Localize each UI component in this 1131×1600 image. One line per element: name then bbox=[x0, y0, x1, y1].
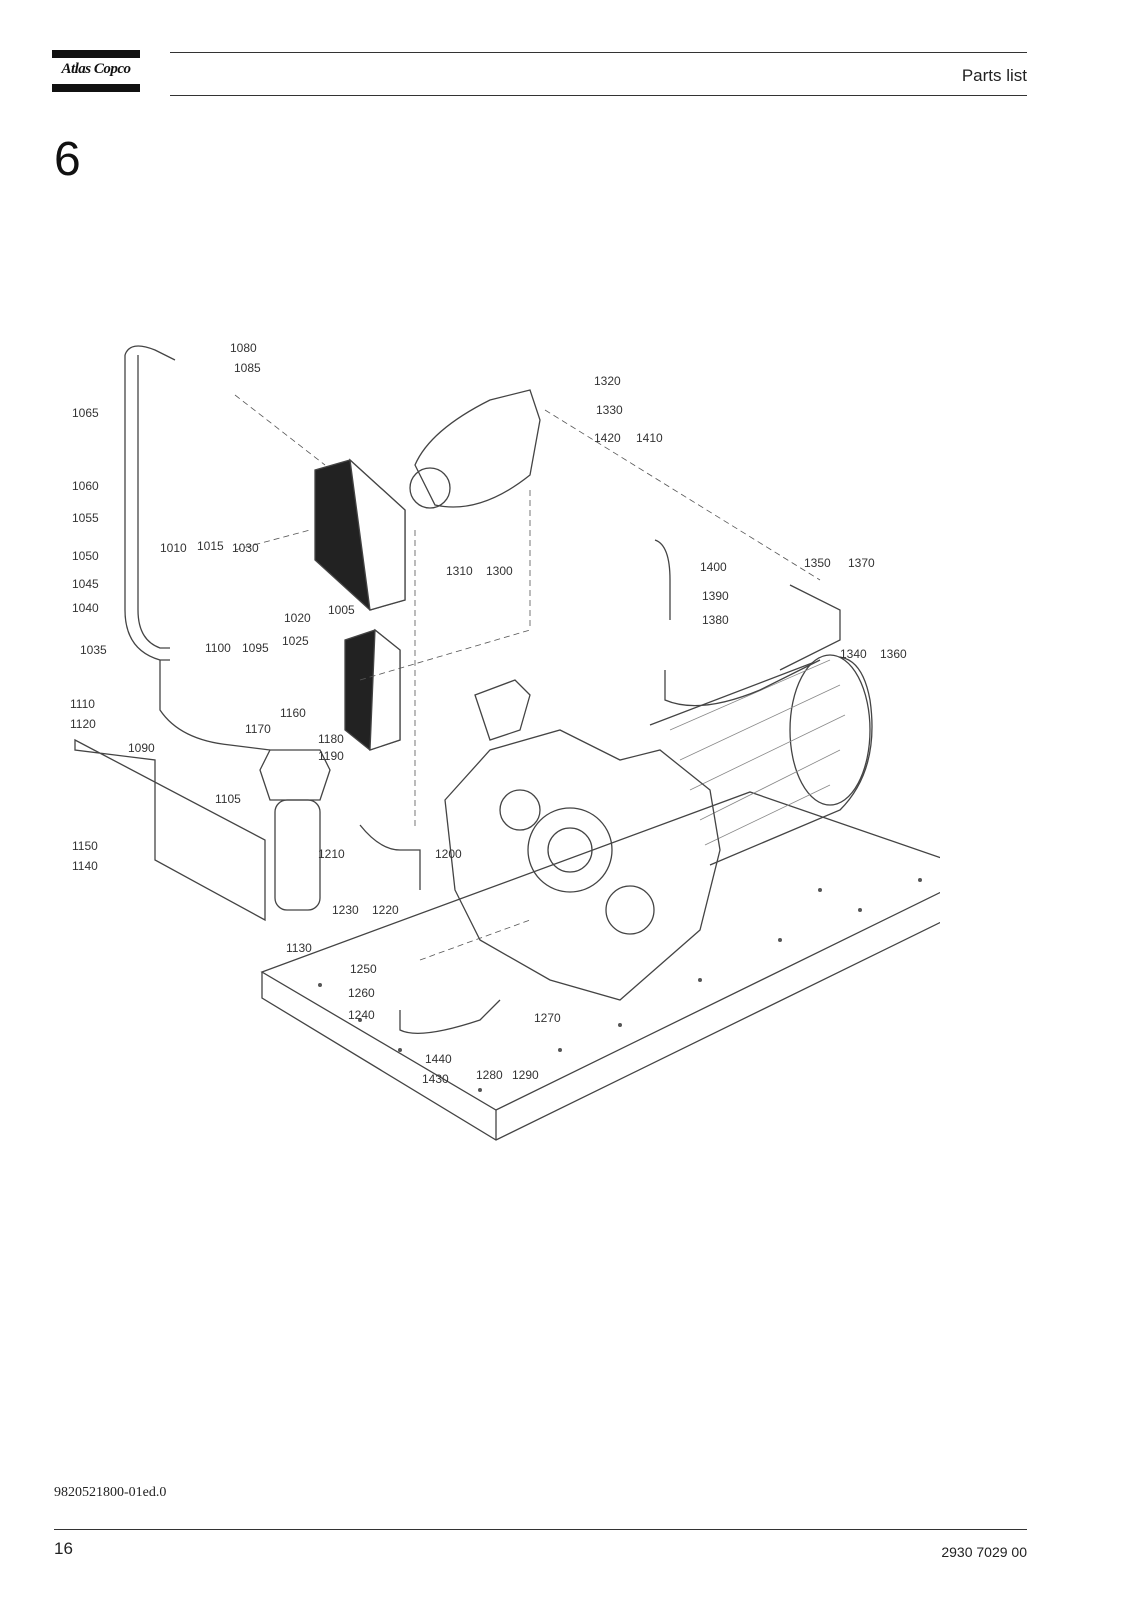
piping bbox=[124, 345, 841, 1034]
callout-1130: 1130 bbox=[286, 941, 312, 955]
callout-1440: 1440 bbox=[425, 1052, 452, 1066]
callout-1065: 1065 bbox=[72, 406, 99, 420]
callout-1105: 1105 bbox=[215, 792, 241, 806]
callout-1010: 1010 bbox=[160, 541, 187, 555]
callout-1420: 1420 bbox=[594, 431, 621, 445]
header-rule-bottom bbox=[170, 95, 1027, 96]
callout-1300: 1300 bbox=[486, 564, 513, 578]
callout-1340: 1340 bbox=[840, 647, 867, 661]
motor bbox=[649, 654, 873, 866]
callout-1120: 1120 bbox=[70, 717, 96, 731]
callout-1240: 1240 bbox=[348, 1008, 375, 1022]
callout-1030: 1030 bbox=[232, 541, 259, 555]
page-number: 16 bbox=[54, 1539, 73, 1558]
callout-1095: 1095 bbox=[242, 641, 269, 655]
callout-1190: 1190 bbox=[318, 749, 344, 763]
callout-1015: 1015 bbox=[197, 539, 224, 553]
logo-bar-bottom bbox=[52, 84, 140, 92]
callout-1330: 1330 bbox=[596, 403, 623, 417]
atlas-copco-logo: Atlas Copco bbox=[52, 50, 140, 92]
callout-labels: 1080 1085 1065 1060 1055 1050 1045 1040 1035 1010… bbox=[70, 341, 907, 1086]
header-rule-top bbox=[170, 52, 1027, 53]
bracket-plate bbox=[74, 738, 266, 922]
callout-1060: 1060 bbox=[72, 479, 99, 493]
base-frame bbox=[260, 791, 940, 1141]
section-number: 6 bbox=[54, 133, 81, 186]
callout-1230: 1230 bbox=[332, 903, 359, 917]
callout-1220: 1220 bbox=[372, 903, 399, 917]
callout-1045: 1045 bbox=[72, 577, 99, 591]
callout-1150: 1150 bbox=[72, 839, 98, 853]
footer-rule bbox=[54, 1529, 1027, 1530]
callout-1290: 1290 bbox=[512, 1068, 539, 1082]
callout-1020: 1020 bbox=[284, 611, 311, 625]
callout-1090: 1090 bbox=[128, 741, 155, 755]
filter bbox=[259, 749, 331, 911]
intercooler-assembly bbox=[314, 458, 406, 751]
callout-1160: 1160 bbox=[280, 706, 306, 720]
callout-1050: 1050 bbox=[72, 549, 99, 563]
callout-1390: 1390 bbox=[702, 589, 729, 603]
callout-1320: 1320 bbox=[594, 374, 621, 388]
callout-1005: 1005 bbox=[328, 603, 355, 617]
callout-1370: 1370 bbox=[848, 556, 875, 570]
callout-1035: 1035 bbox=[80, 643, 107, 657]
callout-1110: 1110 bbox=[70, 697, 95, 711]
part-number: 2930 7029 00 bbox=[941, 1544, 1027, 1560]
callout-1140: 1140 bbox=[72, 859, 98, 873]
callout-1055: 1055 bbox=[72, 511, 99, 525]
callout-1360: 1360 bbox=[880, 647, 907, 661]
compressor-body bbox=[444, 679, 721, 1001]
page-title: Parts list bbox=[961, 66, 1027, 85]
callout-1350: 1350 bbox=[804, 556, 831, 570]
callout-1380: 1380 bbox=[702, 613, 729, 627]
callout-1080: 1080 bbox=[230, 341, 257, 355]
callout-1260: 1260 bbox=[348, 986, 375, 1000]
callout-1270: 1270 bbox=[534, 1011, 561, 1025]
callout-1100: 1100 bbox=[205, 641, 231, 655]
callout-1085: 1085 bbox=[234, 361, 261, 375]
callout-1180: 1180 bbox=[318, 732, 344, 746]
callout-1250: 1250 bbox=[350, 962, 377, 976]
guide-lines bbox=[234, 394, 821, 961]
callout-1410: 1410 bbox=[636, 431, 663, 445]
callout-1430: 1430 bbox=[422, 1072, 449, 1086]
cooler-housing bbox=[409, 389, 541, 509]
callout-1210: 1210 bbox=[318, 847, 345, 861]
logo-bar-top bbox=[52, 50, 140, 58]
callout-1040: 1040 bbox=[72, 601, 99, 615]
callout-1280: 1280 bbox=[476, 1068, 503, 1082]
callout-1400: 1400 bbox=[700, 560, 727, 574]
exploded-view-drawing: 1080 1085 1065 1060 1055 1050 1045 1040 1035 1010… bbox=[70, 341, 940, 1141]
callout-1025: 1025 bbox=[282, 634, 309, 648]
callout-1170: 1170 bbox=[245, 722, 271, 736]
document-reference: 9820521800-01ed.0 bbox=[54, 1485, 167, 1500]
callout-1200: 1200 bbox=[435, 847, 462, 861]
logo-wordmark: Atlas Copco bbox=[61, 61, 131, 77]
callout-1310: 1310 bbox=[446, 564, 473, 578]
base-holes bbox=[318, 878, 922, 1092]
